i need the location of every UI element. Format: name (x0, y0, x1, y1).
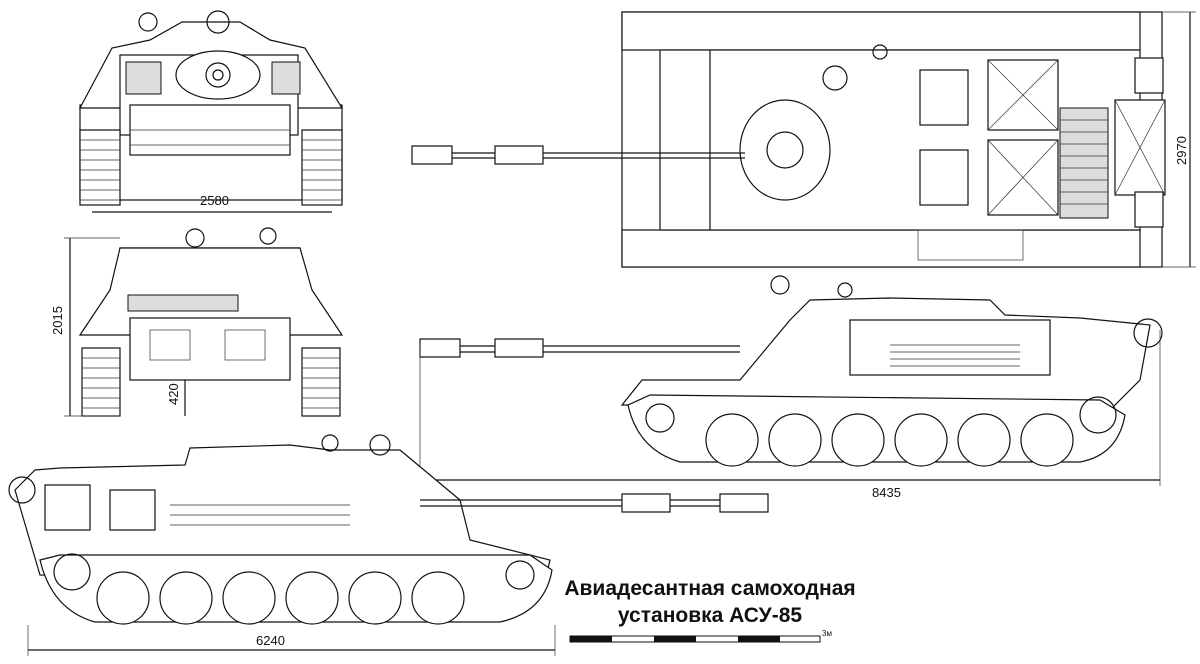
rear-right-track (301, 347, 341, 417)
overall-length-label: 8435 (872, 485, 901, 500)
rear-left-track (81, 347, 121, 417)
left-side-view: 6240 (8, 434, 769, 656)
clearance-label: 420 (166, 383, 181, 405)
title-line-2: установка АСУ-85 (617, 604, 803, 627)
front-width-label: 2580 (200, 193, 229, 208)
scale-unit: 3м (822, 629, 832, 638)
top-view: 2970 (411, 11, 1196, 268)
front-view: 2580 (79, 10, 344, 213)
rear-height-label: 2015 (50, 306, 65, 335)
top-width-label: 2970 (1174, 136, 1189, 165)
front-left-track (79, 129, 121, 206)
left-road-wheels (53, 553, 535, 625)
right-road-wheels (645, 396, 1117, 467)
front-right-track (301, 129, 343, 206)
scale-bar: 3м (569, 629, 832, 643)
hull-length-label: 6240 (256, 633, 285, 648)
right-side-view: 8435 (419, 275, 1163, 500)
title-line-1: Авиадесантная самоходная (564, 577, 856, 600)
rear-view: 2015 420 (50, 227, 344, 417)
drawing-title: Авиадесантная самоходная установка АСУ-8… (540, 575, 880, 629)
